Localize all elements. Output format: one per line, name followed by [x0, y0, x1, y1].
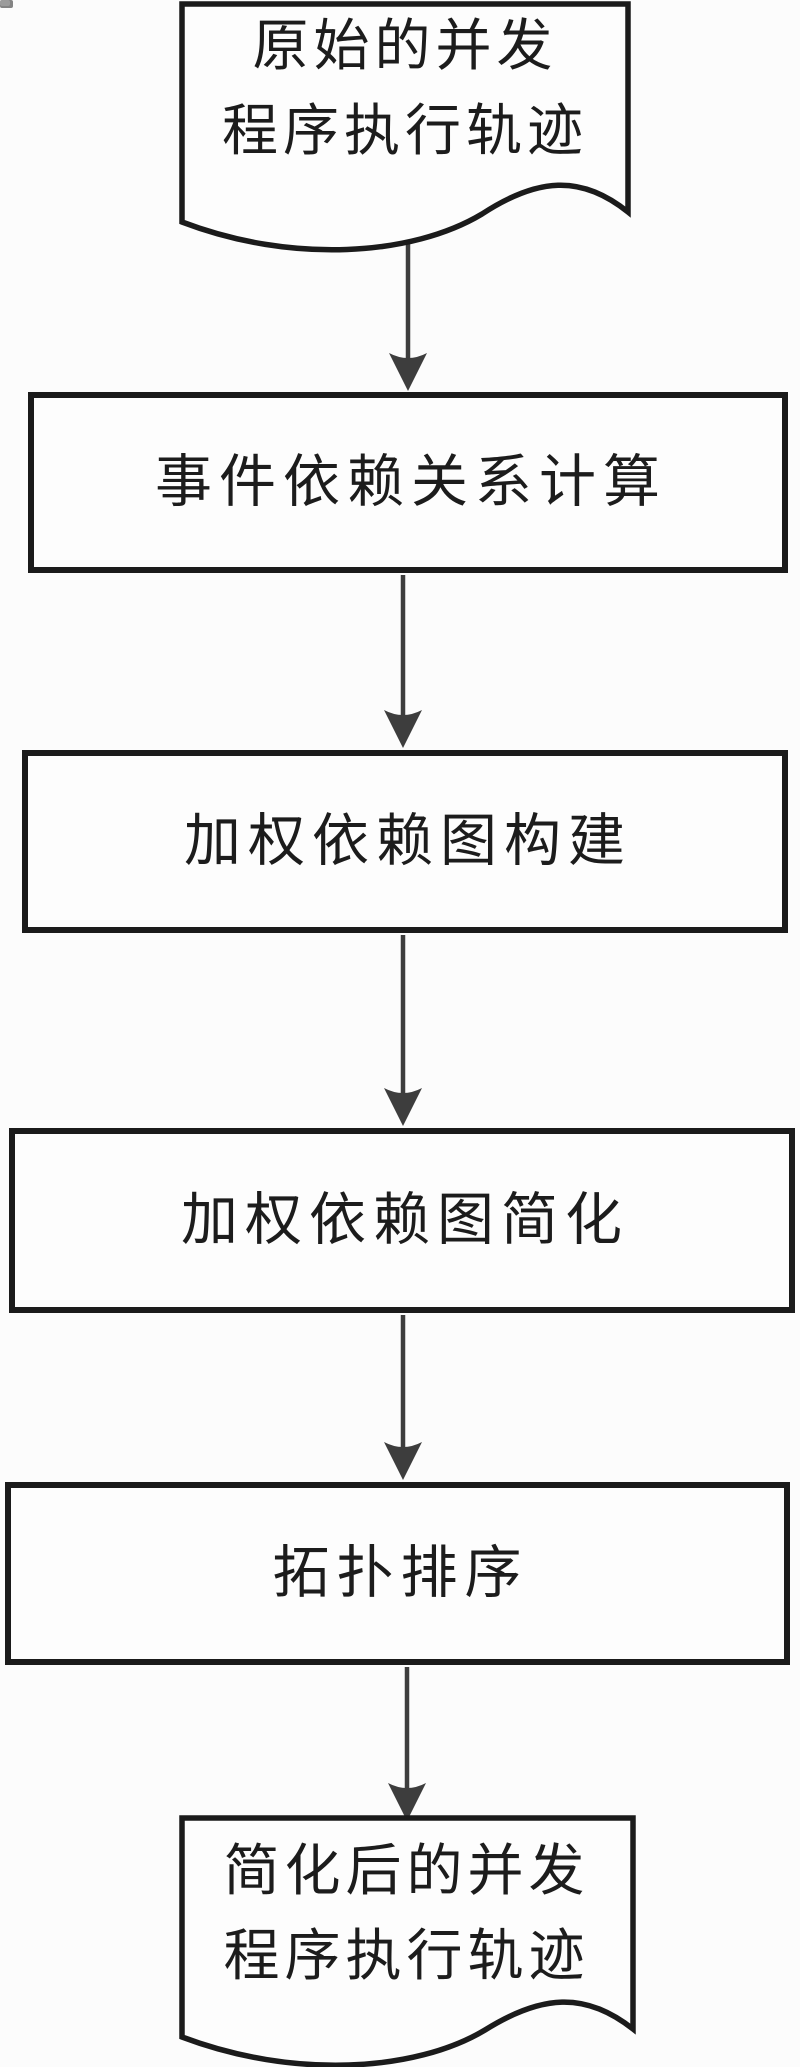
arrowhead-icon — [384, 710, 422, 748]
document-shape — [179, 1, 631, 253]
arrowhead-icon — [388, 1783, 426, 1821]
node-result-trace-label: 简化后的并发 程序执行轨迹 — [180, 1830, 633, 2000]
node-dependency-calc: 事件依赖关系计算 — [28, 392, 788, 573]
process-label: 事件依赖关系计算 — [155, 451, 667, 514]
label-line: 程序执行轨迹 — [222, 101, 588, 163]
arrow-graph-build-to-graph-simplify — [384, 935, 422, 1126]
node-result-trace — [179, 1815, 636, 2067]
process-label: 加权依赖图简化 — [181, 1189, 629, 1252]
process-label: 拓扑排序 — [272, 1542, 529, 1605]
process-label: 加权依赖图构建 — [184, 810, 632, 873]
node-topo-sort: 拓扑排序 — [5, 1482, 790, 1665]
node-source-trace — [179, 1, 631, 253]
arrowhead-icon — [389, 353, 427, 391]
label-line: 原始的并发 — [252, 16, 558, 78]
document-shape — [179, 1815, 636, 2067]
label-line: 简化后的并发 — [223, 1841, 590, 1903]
label-line: 程序执行轨迹 — [223, 1926, 590, 1988]
arrowhead-icon — [384, 1442, 422, 1480]
node-source-trace-label: 原始的并发 程序执行轨迹 — [180, 5, 630, 175]
scan-artifact — [0, 0, 10, 6]
arrow-graph-simplify-to-topo-sort — [384, 1315, 422, 1480]
arrow-source-to-dependency-calc — [389, 221, 427, 391]
arrow-dependency-calc-to-graph-build — [384, 575, 422, 748]
arrow-topo-sort-to-result — [388, 1667, 426, 1821]
arrowhead-icon — [384, 1088, 422, 1126]
node-graph-build: 加权依赖图构建 — [22, 750, 788, 933]
node-graph-simplify: 加权依赖图简化 — [9, 1128, 795, 1313]
